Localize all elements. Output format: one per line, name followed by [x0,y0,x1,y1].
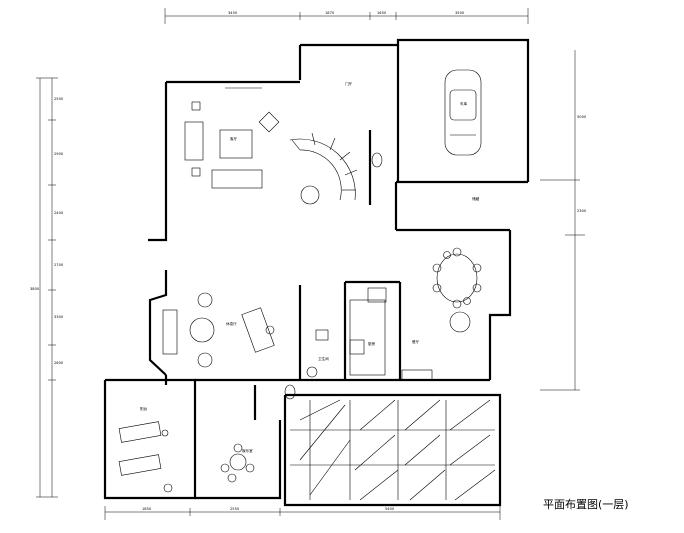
dining-table [432,247,482,333]
label-entertainment: 娱乐室 [242,448,253,453]
dim-left-3: 2400 [54,211,64,215]
entertainment-table [220,443,255,483]
label-storage: 储藏 [472,196,480,201]
sunroom-grid [290,399,496,501]
dim-left-5: 3300 [54,315,64,319]
dim-left-1: 2500 [54,97,64,101]
dim-left-7: 3800 [30,287,40,291]
bathroom-fixtures [284,152,383,400]
label-kitchen: 厨房 [368,341,376,346]
garage-car [444,69,482,156]
label-entry: 门厅 [345,81,353,86]
dimension-lines [36,8,585,520]
label-garage: 车库 [460,101,468,106]
label-living-room: 客厅 [230,136,238,141]
lounge-furniture [162,292,275,368]
dim-top-1: 3450 [228,11,238,15]
drawing-title: 平面布置图(一层) [543,498,629,511]
spiral-staircase [289,132,358,205]
dim-bottom-3: 5400 [385,507,395,511]
dim-left-4: 2700 [54,263,64,267]
dim-top-2: 1870 [325,11,335,15]
living-room-furniture [184,87,280,189]
label-balcony: 阳台 [140,406,148,411]
room-labels: 客厅 门厅 车库 储藏 餐厅 厨房 卫生间 休息厅 娱乐室 阳台 [140,81,480,453]
label-dining: 餐厅 [412,339,420,344]
dim-left-6: 2600 [54,361,64,365]
dimension-text: 3450 1870 1650 3500 1850 2550 5400 2500 … [30,11,587,511]
dim-bottom-2: 2550 [230,507,240,511]
dim-top-4: 3500 [455,11,465,15]
dim-bottom-1: 1850 [142,507,152,511]
dim-right-1: 5000 [577,115,587,119]
dim-left-2: 2900 [54,152,64,156]
balcony-loungers [118,421,173,493]
label-lounge: 休息厅 [226,321,237,326]
label-bathroom: 卫生间 [318,356,329,361]
kitchen-counters [349,287,433,381]
walls [103,38,530,507]
dim-right-2: 2300 [577,209,587,213]
dim-top-3: 1650 [377,11,387,15]
